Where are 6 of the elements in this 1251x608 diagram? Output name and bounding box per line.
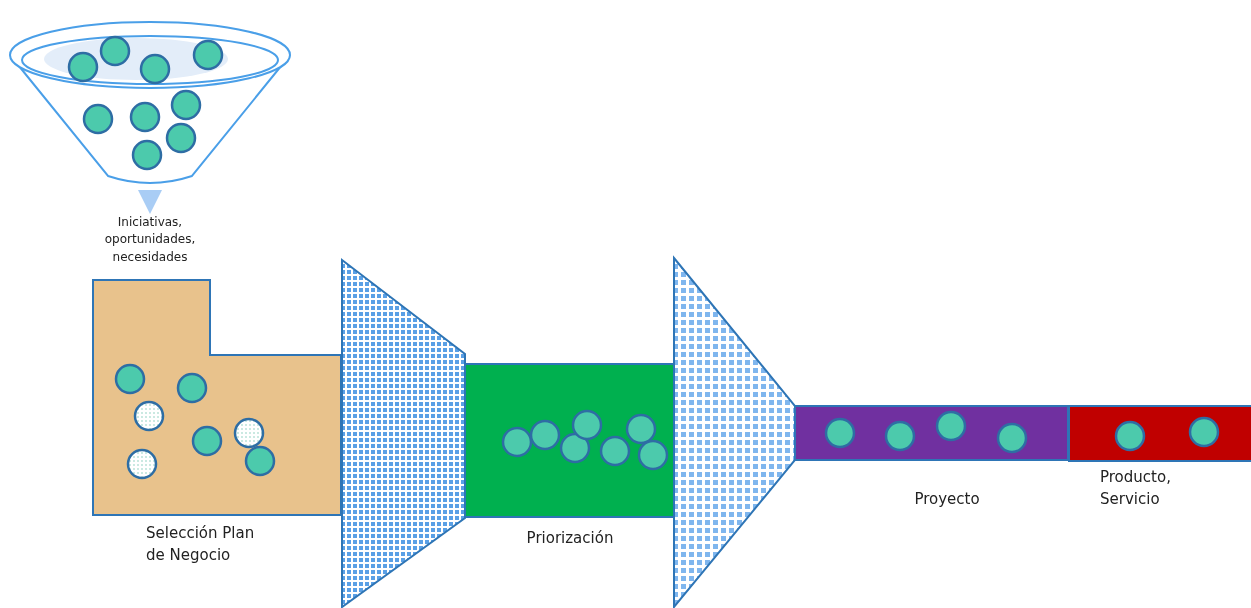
stage-label: Producto, Servicio xyxy=(1100,467,1172,510)
annotation-text: Iniciativas, oportunidades, necesidades xyxy=(103,214,197,266)
stage-label: Proyecto xyxy=(913,489,981,510)
stage-label: Selección Plan de Negocio xyxy=(146,523,256,566)
arrow xyxy=(138,190,162,214)
stage-label: Priorización xyxy=(525,528,615,549)
